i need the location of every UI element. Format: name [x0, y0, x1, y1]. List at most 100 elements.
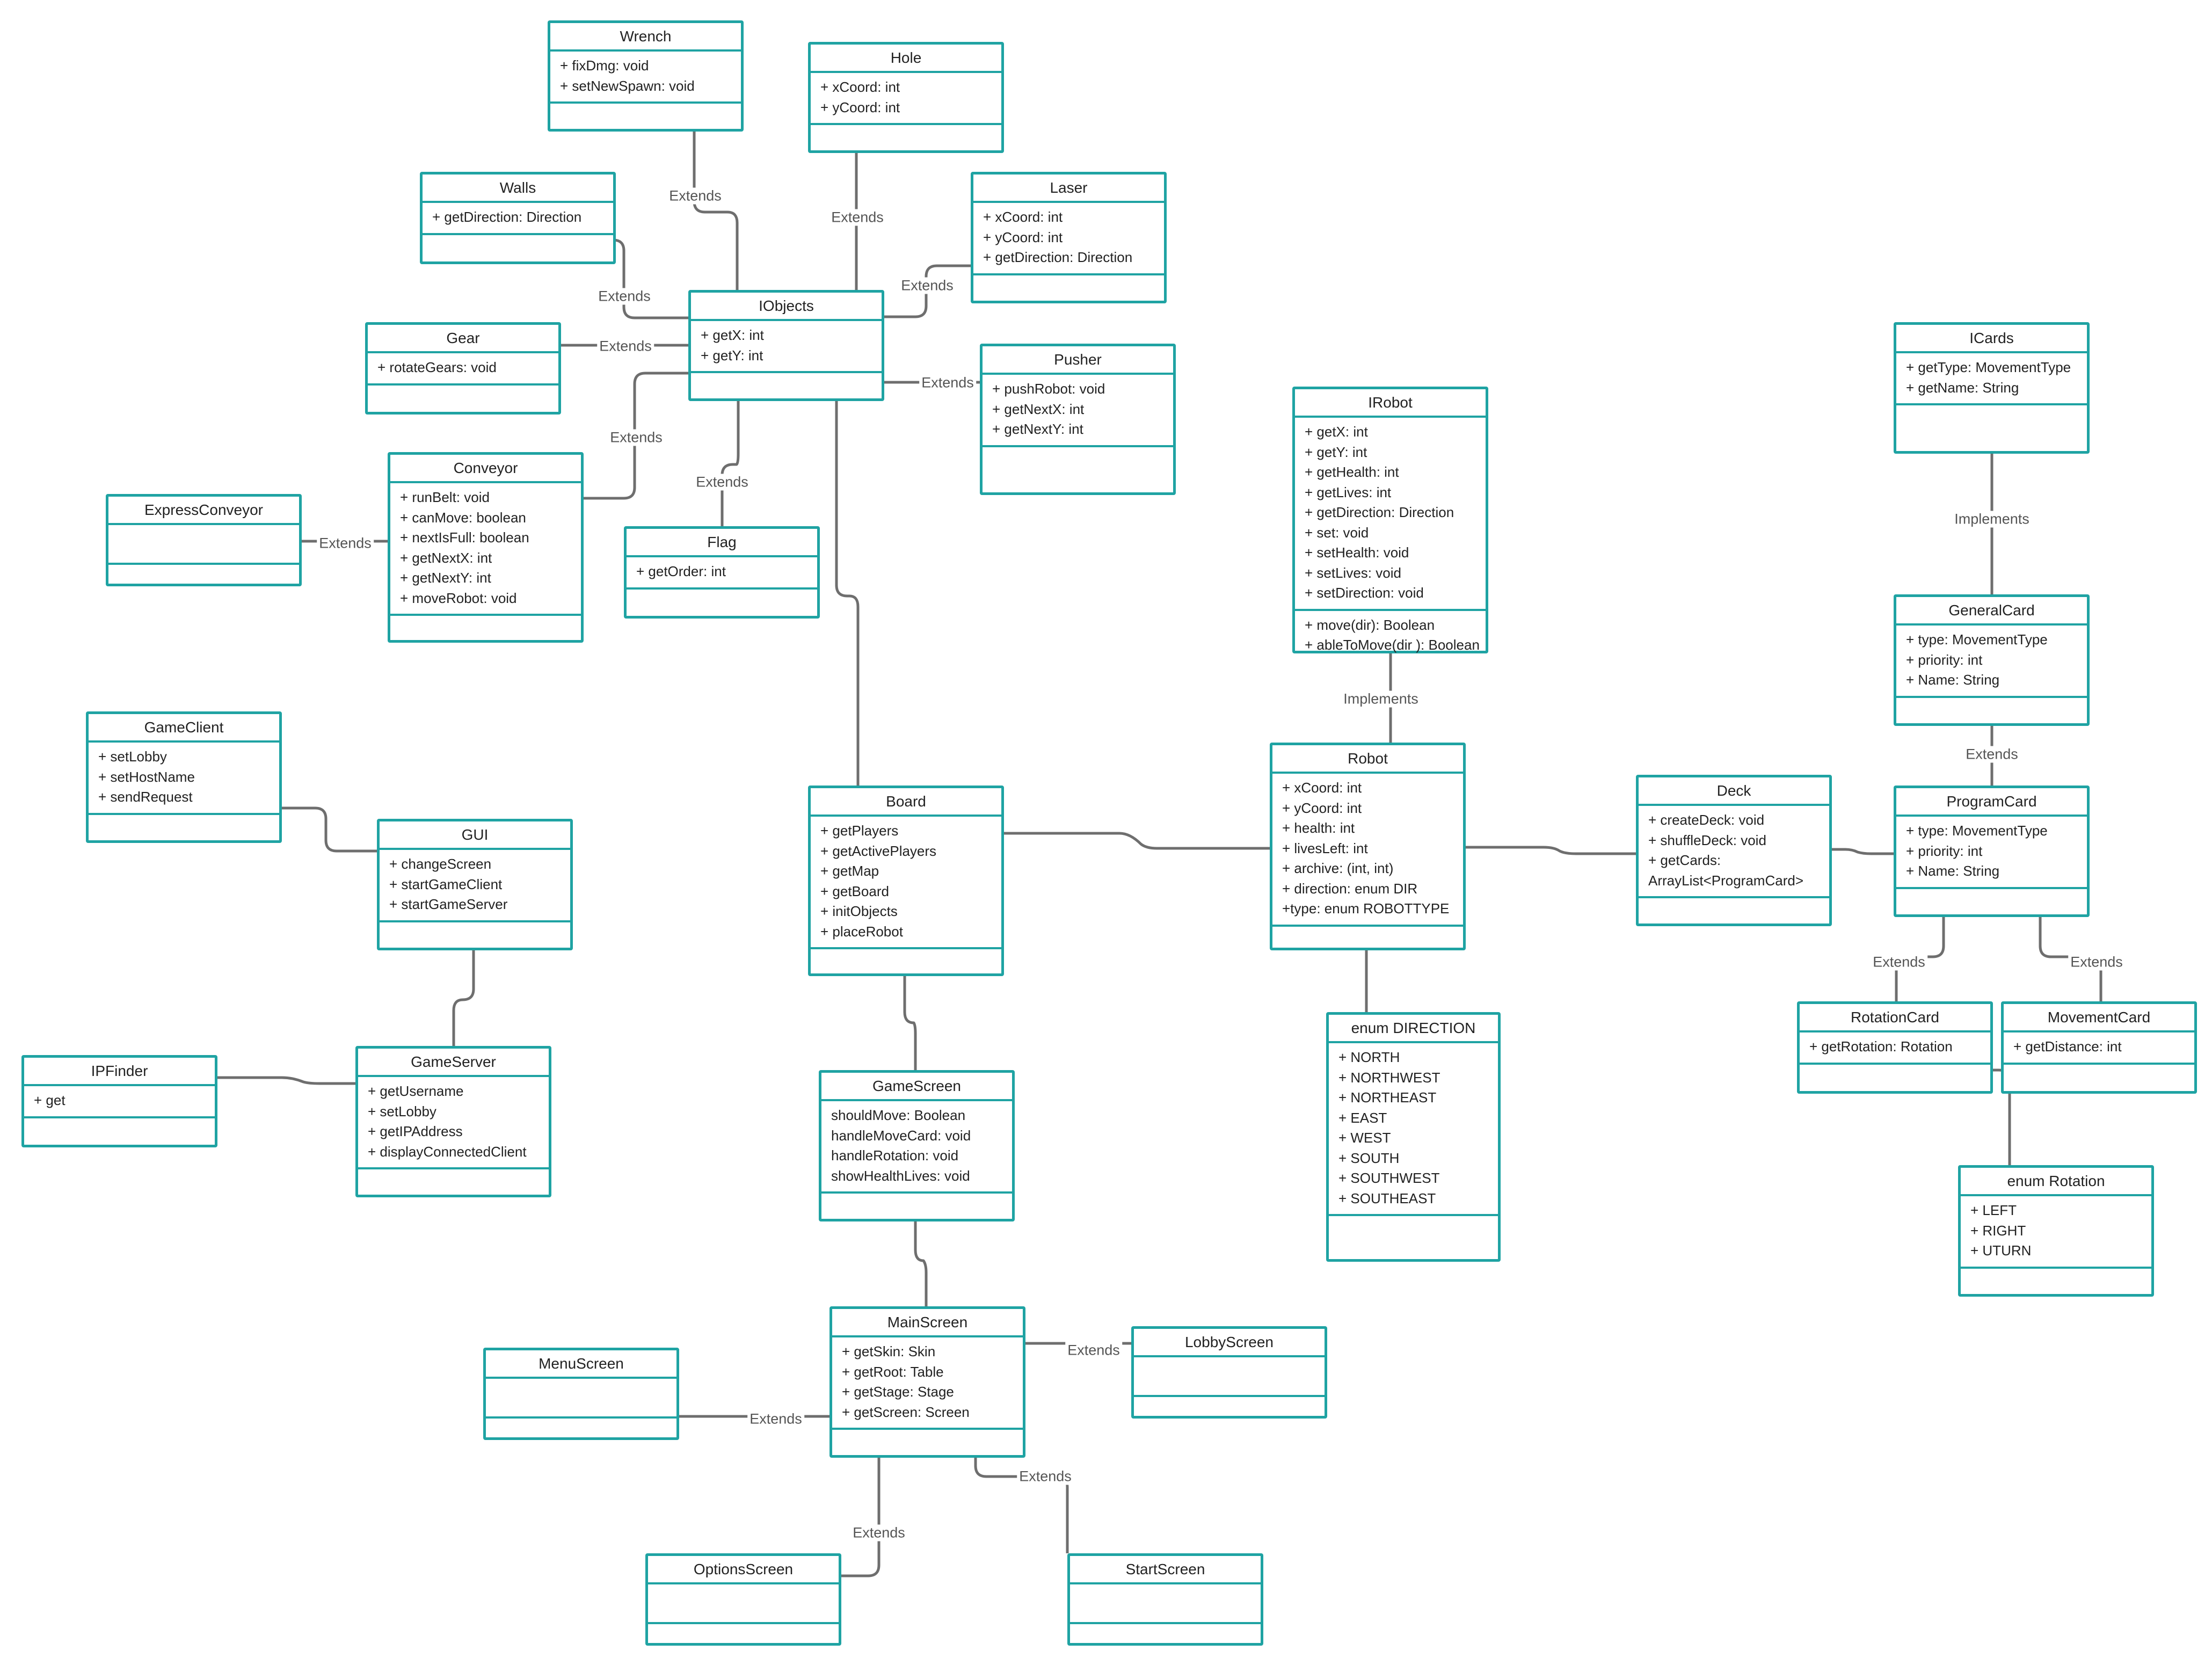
edge-mainscreen-options [841, 1456, 881, 1577]
member: + getRoot: Table [842, 1363, 944, 1380]
class-game-screen[interactable]: GameScreen shouldMove: Boolean handleMov… [819, 1070, 1015, 1221]
attributes: + type: MovementType + priority: int + N… [1896, 626, 2087, 698]
operations [550, 104, 741, 113]
operations [832, 1430, 1023, 1439]
class-name: MovementCard [2004, 1004, 2194, 1032]
class-game-client[interactable]: GameClient + setLobby + setHostName + se… [86, 711, 282, 843]
class-ipfinder[interactable]: IPFinder + get [21, 1055, 217, 1147]
enum-literal: + WEST [1338, 1130, 1391, 1146]
member: + getNextY: int [400, 570, 491, 586]
class-deck[interactable]: Deck + createDeck: void + shuffleDeck: v… [1636, 775, 1832, 926]
member: + nextIsFull: boolean [400, 529, 529, 546]
member: +type: enum ROBOTTYPE [1282, 900, 1450, 917]
class-name: IObjects [691, 293, 882, 321]
member: + rotateGears: void [377, 359, 497, 375]
class-name: Wrench [550, 23, 741, 52]
class-pusher[interactable]: Pusher + pushRobot: void + getNextX: int… [980, 344, 1176, 495]
operations [380, 922, 570, 932]
edge-label: Extends [919, 374, 976, 391]
class-irobot[interactable]: IRobot + getX: int + getY: int + getHeal… [1292, 387, 1488, 653]
class-walls[interactable]: Walls + getDirection: Direction [420, 172, 616, 264]
class-main-screen[interactable]: MainScreen + getSkin: Skin + getRoot: Ta… [830, 1306, 1025, 1458]
operations [486, 1419, 676, 1428]
enum-direction[interactable]: enum DIRECTION + NORTH + NORTHWEST + NOR… [1326, 1012, 1501, 1262]
attributes: + getType: MovementType + getName: Strin… [1896, 353, 2087, 405]
class-robot[interactable]: Robot + xCoord: int + yCoord: int + heal… [1270, 743, 1466, 950]
class-wrench[interactable]: Wrench + fixDmg: void + setNewSpawn: voi… [548, 20, 744, 132]
enum-literal: + RIGHT [1970, 1222, 2026, 1239]
class-name: RotationCard [1800, 1004, 1990, 1032]
member: + setLobby [98, 748, 167, 765]
attributes: + get [24, 1086, 215, 1118]
operations [1896, 889, 2087, 899]
class-start-screen[interactable]: StartScreen [1067, 1553, 1263, 1646]
attributes: + getSkin: Skin + getRoot: Table + getSt… [832, 1337, 1023, 1430]
class-express-conveyor[interactable]: ExpressConveyor [106, 494, 302, 586]
member: + getX: int [1305, 424, 1368, 440]
class-icards[interactable]: ICards + getType: MovementType + getName… [1894, 322, 2090, 454]
enum-literal: + NORTH [1338, 1049, 1400, 1065]
class-name: GeneralCard [1896, 597, 2087, 626]
operations [1639, 898, 1829, 908]
attributes: + xCoord: int + yCoord: int + health: in… [1272, 774, 1463, 927]
class-options-screen[interactable]: OptionsScreen [645, 1553, 841, 1646]
class-name: Walls [423, 174, 613, 203]
attributes: + getUsername + setLobby + getIPAddress … [358, 1077, 549, 1169]
member: + xCoord: int [983, 209, 1063, 225]
class-gear[interactable]: Gear + rotateGears: void [365, 322, 561, 414]
member: + getLives: int [1305, 484, 1392, 500]
class-board[interactable]: Board + getPlayers + getActivePlayers + … [808, 786, 1004, 976]
attributes: + getX: int + getY: int + getHealth: int… [1295, 418, 1486, 611]
member: + placeRobot [820, 923, 903, 940]
class-lobby-screen[interactable]: LobbyScreen [1131, 1326, 1327, 1419]
class-name: enum DIRECTION [1329, 1015, 1498, 1043]
class-conveyor[interactable]: Conveyor + runBelt: void + canMove: bool… [388, 452, 584, 643]
member: + getName: String [1906, 379, 2019, 396]
member: + setDirection: void [1305, 585, 1424, 601]
attributes: + getRotation: Rotation [1800, 1032, 1990, 1065]
edge-walls-iobjects [613, 238, 688, 319]
class-hole[interactable]: Hole + xCoord: int + yCoord: int [808, 42, 1004, 153]
class-name: enum Rotation [1961, 1168, 2151, 1196]
member: + displayConnectedClient [368, 1143, 527, 1160]
class-name: ProgramCard [1896, 788, 2087, 817]
operations [973, 275, 1164, 285]
attributes: + xCoord: int + yCoord: int + getDirecti… [973, 203, 1164, 275]
edge-gameclient-gui [280, 806, 377, 853]
class-program-card[interactable]: ProgramCard + type: MovementType + prior… [1894, 786, 2090, 917]
edge-gui-gameserver [452, 947, 475, 1046]
class-menu-screen[interactable]: MenuScreen [483, 1348, 679, 1440]
member: + getY: int [701, 347, 763, 363]
attributes: + xCoord: int + yCoord: int [811, 73, 1001, 125]
member: + xCoord: int [1282, 780, 1362, 796]
class-name: Flag [627, 529, 817, 557]
attributes: + createDeck: void + shuffleDeck: void +… [1639, 806, 1829, 898]
edge-label: Extends [667, 187, 724, 205]
class-movement-card[interactable]: MovementCard + getDistance: int [2001, 1001, 2197, 1094]
enum-literal: + EAST [1338, 1109, 1387, 1126]
class-flag[interactable]: Flag + getOrder: int [624, 526, 820, 619]
member: + get [34, 1092, 66, 1108]
class-laser[interactable]: Laser + xCoord: int + yCoord: int + getD… [971, 172, 1167, 303]
class-iobjects[interactable]: IObjects + getX: int + getY: int [688, 290, 884, 401]
class-game-server[interactable]: GameServer + getUsername + setLobby + ge… [355, 1046, 551, 1197]
enum-rotation[interactable]: enum Rotation + LEFT + RIGHT + UTURN [1958, 1165, 2154, 1297]
operations [368, 386, 558, 395]
operations [1896, 698, 2087, 708]
member: + getOrder: int [636, 563, 726, 579]
member: + type: MovementType [1906, 631, 2048, 648]
member: + setHealth: void [1305, 544, 1409, 561]
enum-literal: + SOUTHEAST [1338, 1190, 1436, 1206]
operations: + move(dir): Boolean + ableToMove(dir ):… [1295, 611, 1486, 661]
attributes [648, 1584, 839, 1624]
literals: + LEFT + RIGHT + UTURN [1961, 1196, 2151, 1269]
class-name: OptionsScreen [648, 1556, 839, 1584]
class-general-card[interactable]: GeneralCard + type: MovementType + prior… [1894, 594, 2090, 726]
class-name: Deck [1639, 777, 1829, 806]
operations [1329, 1216, 1498, 1226]
attributes: + setLobby + setHostName + sendRequest [89, 743, 279, 815]
operations [2004, 1065, 2194, 1074]
class-rotation-card[interactable]: RotationCard + getRotation: Rotation [1797, 1001, 1993, 1094]
class-gui[interactable]: GUI + changeScreen + startGameClient + s… [377, 819, 573, 950]
edge-label: Extends [596, 288, 653, 305]
